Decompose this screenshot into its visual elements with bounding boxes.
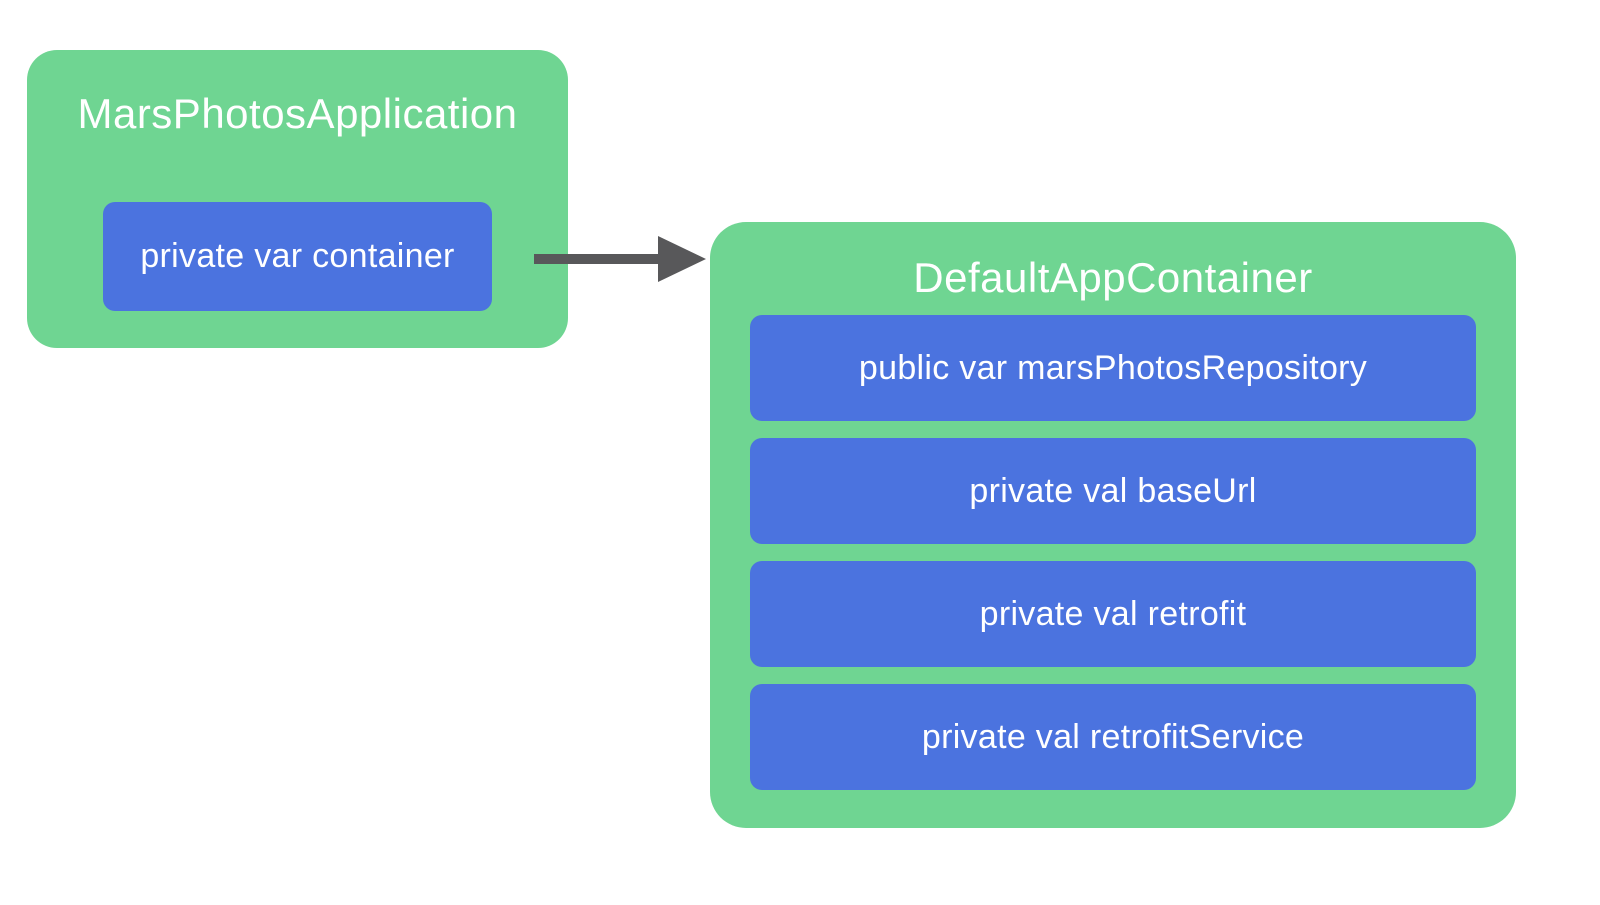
field-private-val-retrofit-service: private val retrofitService — [750, 684, 1476, 790]
field-private-val-retrofit: private val retrofit — [750, 561, 1476, 667]
field-private-var-container: private var container — [103, 202, 492, 311]
class-box-mars-photos-application: MarsPhotosApplication private var contai… — [27, 50, 568, 348]
container-fields-stack: public var marsPhotosRepository private … — [750, 315, 1476, 790]
class-title-default-app-container: DefaultAppContainer — [913, 254, 1313, 301]
field-public-var-mars-photos-repository: public var marsPhotosRepository — [750, 315, 1476, 421]
arrow-right-icon — [534, 236, 706, 282]
field-private-val-base-url: private val baseUrl — [750, 438, 1476, 544]
class-box-default-app-container: DefaultAppContainer public var marsPhoto… — [710, 222, 1516, 828]
class-title-mars-photos-application: MarsPhotosApplication — [77, 90, 518, 137]
